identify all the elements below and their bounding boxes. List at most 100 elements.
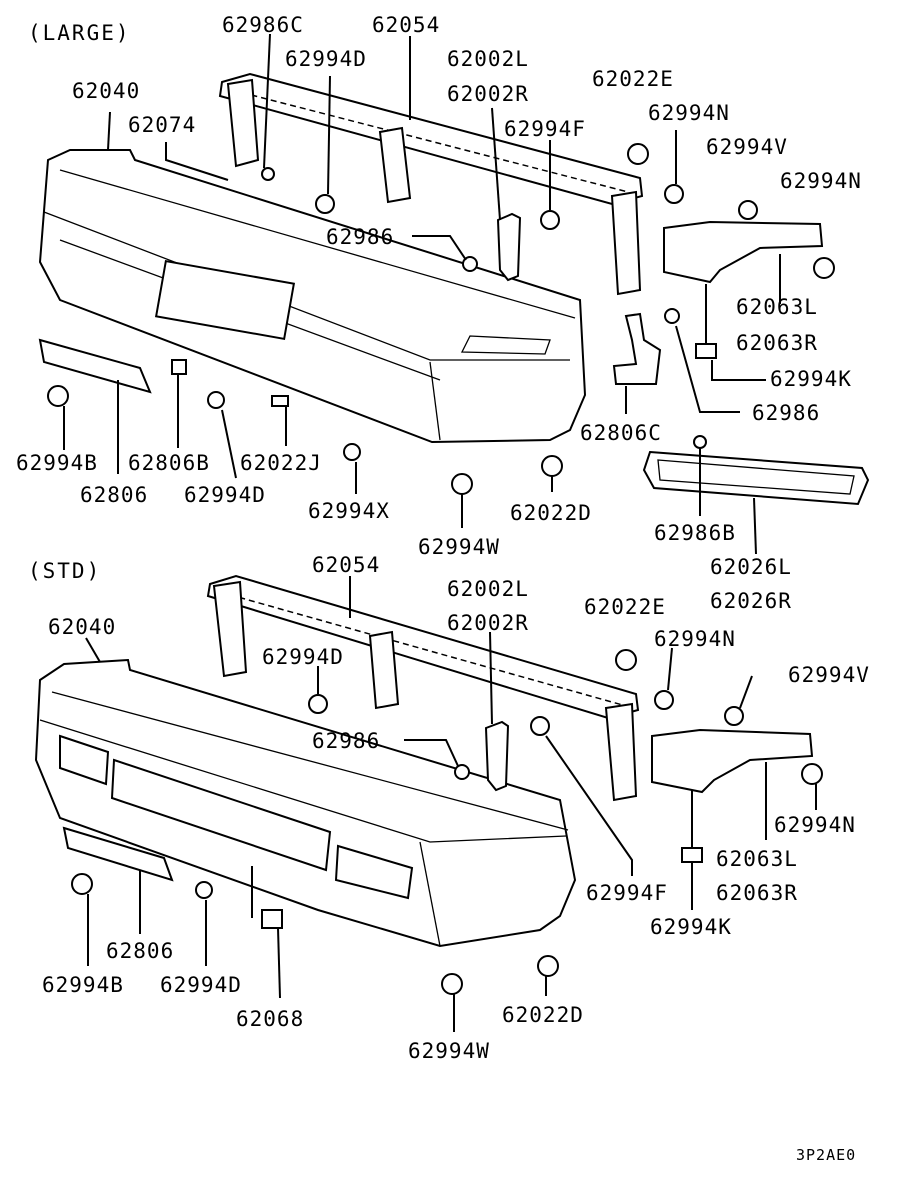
label-62994D-std: 62994D	[262, 645, 344, 669]
fastener-62994N-std	[654, 690, 674, 710]
label-62002L-std: 62002L	[447, 577, 529, 601]
label-62994W-std: 62994W	[408, 1039, 490, 1063]
label-62022E-std: 62022E	[584, 595, 666, 619]
side-marker-62806-std	[62, 826, 174, 882]
reinforcement-62054	[218, 72, 644, 296]
label-62022E: 62022E	[592, 67, 674, 91]
screw-62986B	[693, 435, 707, 449]
label-62986C: 62986C	[222, 13, 304, 37]
label-62002R: 62002R	[447, 82, 529, 106]
label-62994D-bottom: 62994D	[184, 483, 266, 507]
std-section: (STD)	[28, 553, 870, 1063]
label-62022J: 62022J	[240, 451, 322, 475]
fog-cover-62026	[642, 450, 870, 506]
bumper-face-62040	[38, 149, 587, 444]
fastener-62994B	[47, 385, 69, 407]
label-62994N-top-std: 62994N	[654, 627, 736, 651]
label-62040-std: 62040	[48, 615, 116, 639]
label-62806-std: 62806	[106, 939, 174, 963]
section-title-std: (STD)	[28, 559, 101, 583]
fastener-62022D-std	[537, 955, 559, 977]
label-62054: 62054	[372, 13, 440, 37]
label-62063L-std: 62063L	[716, 847, 798, 871]
label-62002L: 62002L	[447, 47, 529, 71]
label-62994X: 62994X	[308, 499, 390, 523]
label-62022D-std: 62022D	[502, 1003, 584, 1027]
fastener-62994F-std	[530, 716, 550, 736]
bolt-62063-std	[681, 790, 703, 863]
label-62054-std: 62054	[312, 553, 380, 577]
fastener-62994D-std	[195, 881, 213, 899]
label-62994D-top: 62994D	[285, 47, 367, 71]
fastener-62994N-right	[813, 257, 835, 279]
screw-62986-std	[454, 764, 470, 780]
screw-62986	[462, 256, 478, 272]
label-62074: 62074	[128, 113, 196, 137]
label-62063R-std: 62063R	[716, 881, 798, 905]
fastener-62994D-top	[315, 194, 335, 214]
label-62994N-right-std: 62994N	[774, 813, 856, 837]
label-62063L: 62063L	[736, 295, 818, 319]
label-62994W: 62994W	[418, 535, 500, 559]
label-62068: 62068	[236, 1007, 304, 1031]
leader-lines-large	[63, 33, 781, 555]
bolt-62063-large	[695, 284, 717, 359]
label-62994K: 62994K	[770, 367, 852, 391]
clip-62068	[261, 909, 283, 929]
label-62986: 62986	[326, 225, 394, 249]
label-62986-std: 62986	[312, 729, 380, 753]
fastener-62994W	[451, 473, 473, 495]
label-62994N-right: 62994N	[780, 169, 862, 193]
section-title-large: (LARGE)	[28, 21, 131, 45]
fastener-62994V	[738, 200, 758, 220]
bracket-62806C	[612, 312, 662, 385]
fastener-62022D	[541, 455, 563, 477]
label-62994F-std: 62994F	[586, 881, 668, 905]
fastener-62994W-std	[441, 973, 463, 995]
label-62994V: 62994V	[706, 135, 788, 159]
label-62002R-std: 62002R	[447, 611, 529, 635]
label-62994V-std: 62994V	[788, 663, 870, 687]
screw-62986C	[261, 167, 275, 181]
clip-62022E-std	[615, 649, 637, 671]
label-62994F: 62994F	[504, 117, 586, 141]
label-62994B-std: 62994B	[42, 973, 124, 997]
label-62040: 62040	[72, 79, 140, 103]
label-62994B: 62994B	[16, 451, 98, 475]
fastener-62994V-std	[724, 706, 744, 726]
clip-62022E	[627, 143, 649, 165]
diagram-code: 3P2AE0	[796, 1146, 856, 1164]
fastener-62994D	[207, 391, 225, 409]
bracket-62002-std	[484, 720, 510, 792]
clip-62806B	[171, 359, 187, 375]
reinforcement-62054-std	[206, 574, 640, 802]
bracket-62063-std	[651, 728, 814, 794]
label-62994D-bottom-std: 62994D	[160, 973, 242, 997]
large-section: (LARGE)	[16, 13, 870, 613]
label-62806B: 62806B	[128, 451, 210, 475]
bracket-62063	[663, 220, 824, 284]
fastener-62994N	[664, 184, 684, 204]
label-62994K-std: 62994K	[650, 915, 732, 939]
label-62806C: 62806C	[580, 421, 662, 445]
label-62063R: 62063R	[736, 331, 818, 355]
screw-62986-right	[664, 308, 680, 324]
fastener-62994D-top-std	[308, 694, 328, 714]
label-62806: 62806	[80, 483, 148, 507]
fastener-62994X	[343, 443, 361, 461]
leader-lines-std	[85, 576, 817, 1032]
label-62986B: 62986B	[654, 521, 736, 545]
label-62022D: 62022D	[510, 501, 592, 525]
label-62026L: 62026L	[710, 555, 792, 579]
label-62026R: 62026R	[710, 589, 792, 613]
label-62986-right: 62986	[752, 401, 820, 425]
fastener-62994N-right-std	[801, 763, 823, 785]
bracket-62002	[496, 212, 522, 282]
clip-62022J	[271, 395, 289, 407]
side-marker-62806	[38, 338, 152, 394]
fastener-62994F	[540, 210, 560, 230]
label-62994N-top: 62994N	[648, 101, 730, 125]
bumper-face-62040-std	[34, 658, 577, 948]
fastener-62994B-std	[71, 873, 93, 895]
